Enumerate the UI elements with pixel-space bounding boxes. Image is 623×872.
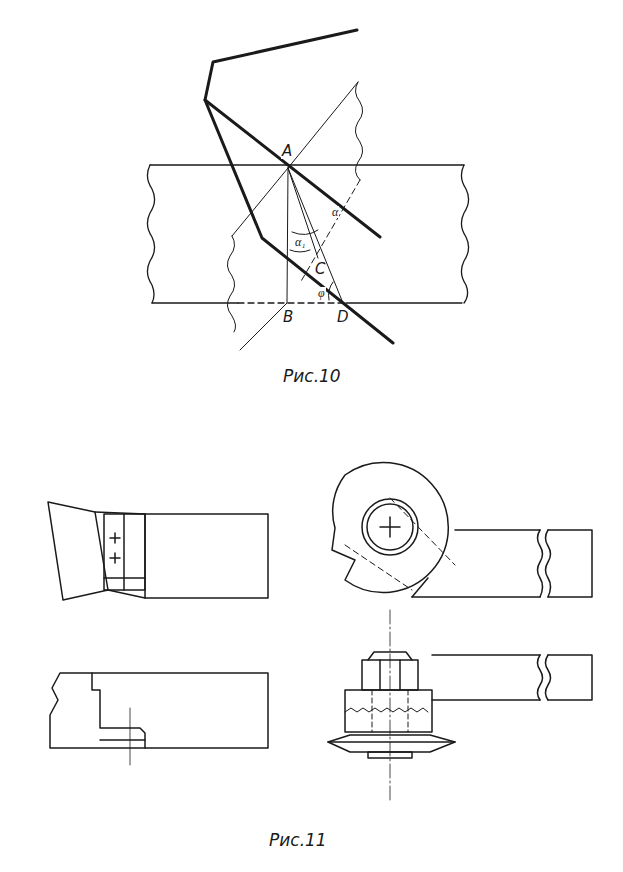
angle-label: α (331, 206, 339, 218)
point-label: B (282, 310, 294, 325)
angle-label: φ (317, 287, 326, 299)
point-label: A (281, 144, 293, 159)
figure-caption: Рис.11 (268, 832, 328, 849)
point-label: C (314, 262, 326, 277)
figure-caption: Рис.10 (282, 368, 342, 385)
angle-label: α₁ (294, 236, 306, 248)
point-label: D (336, 310, 350, 325)
